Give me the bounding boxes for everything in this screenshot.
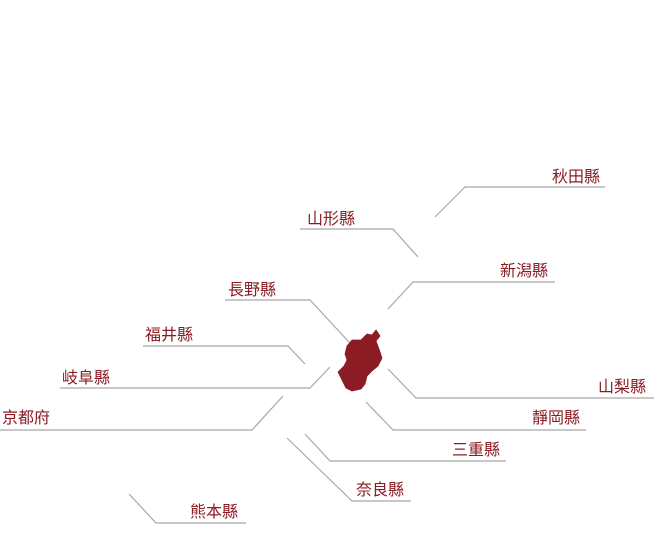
label-kumamoto[interactable]: 熊本縣 [190, 502, 239, 521]
leader-line-shizuoka [365, 401, 586, 431]
label-niigata[interactable]: 新潟縣 [500, 261, 549, 280]
nagano-region-shape [337, 329, 383, 392]
leader-line-gifu [60, 366, 331, 389]
leader-line-akita [434, 186, 605, 218]
label-yamagata[interactable]: 山形縣 [307, 209, 356, 228]
leader-line-kumamoto [128, 493, 246, 524]
leader-line-yamagata [300, 228, 419, 258]
leader-line-nagano [225, 299, 362, 356]
label-nagano[interactable]: 長野縣 [228, 280, 277, 299]
label-shizuoka[interactable]: 靜岡縣 [532, 408, 581, 427]
label-fukui[interactable]: 福井縣 [145, 325, 194, 344]
label-kyoto[interactable]: 京都府 [2, 408, 51, 427]
label-mie[interactable]: 三重縣 [452, 440, 501, 459]
label-yamanashi[interactable]: 山梨縣 [598, 377, 647, 396]
leader-line-niigata [387, 281, 555, 310]
leader-line-yamanashi [387, 368, 654, 399]
leader-line-nara [286, 437, 411, 502]
leader-line-fukui [143, 345, 306, 365]
leader-line-kyoto [0, 395, 284, 431]
label-akita[interactable]: 秋田縣 [552, 167, 601, 186]
leader-line-mie [304, 433, 506, 462]
label-nara[interactable]: 奈良縣 [356, 480, 405, 499]
label-gifu[interactable]: 岐阜縣 [62, 368, 111, 387]
